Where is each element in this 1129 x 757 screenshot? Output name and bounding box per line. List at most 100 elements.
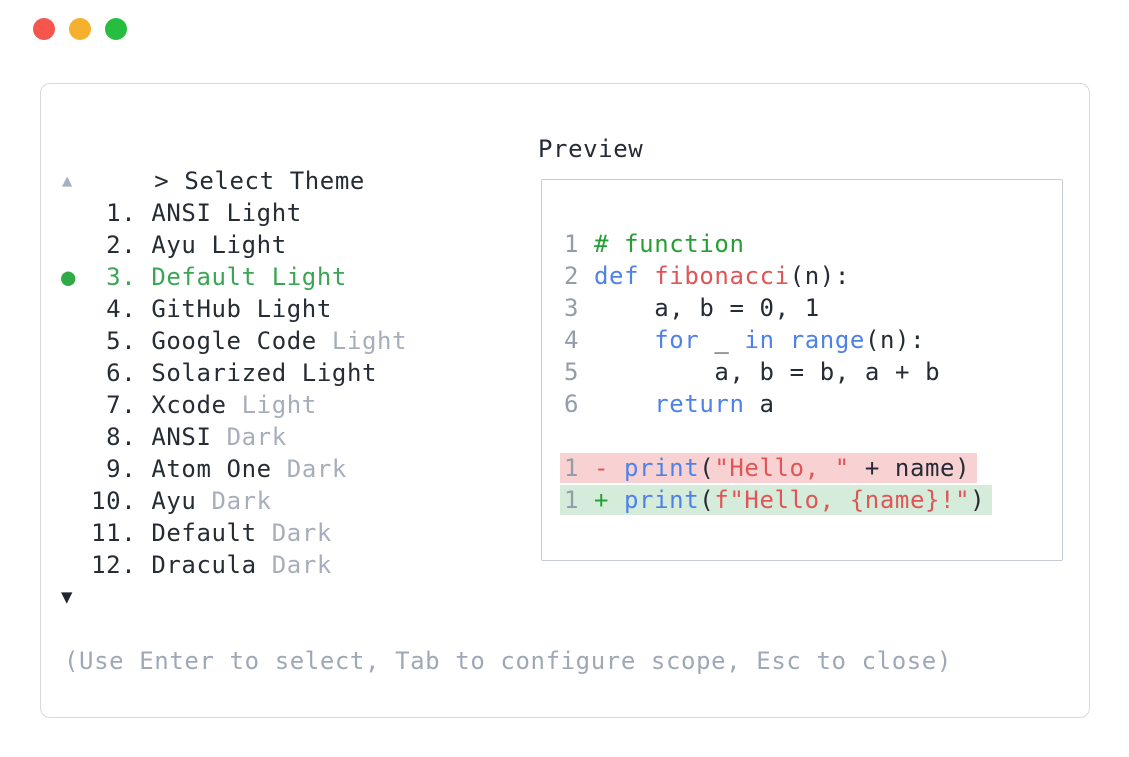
- line-number: 5: [564, 358, 580, 386]
- code-token: (: [699, 486, 715, 514]
- code-token: + name): [849, 454, 971, 482]
- theme-item-default-light[interactable]: ● 3. Default Light: [61, 261, 407, 293]
- code-token: [639, 262, 654, 290]
- diff-removed-line: 1-print("Hello, " + name): [542, 452, 1062, 484]
- code-line: 4 for _ in range(n):: [564, 324, 1062, 356]
- code-line: 3 a, b = 0, 1: [564, 292, 1062, 324]
- prompt-row: >Select Theme: [64, 133, 365, 195]
- theme-item-default-dark[interactable]: 11. Default Dark: [61, 517, 407, 549]
- code-token: f"Hello, {name}!": [714, 486, 971, 514]
- code-token: [594, 390, 654, 418]
- selection-dot-icon: ●: [61, 263, 77, 291]
- code-token: a, b = b, a + b: [594, 358, 941, 386]
- selection-dot-icon: [61, 327, 76, 355]
- line-number: 1: [564, 230, 580, 258]
- line-number: 1: [564, 454, 580, 482]
- item-name: ANSI: [151, 423, 212, 451]
- code-token: ): [970, 486, 986, 514]
- close-button[interactable]: [33, 18, 55, 40]
- minimize-button[interactable]: [69, 18, 91, 40]
- item-name: Solarized Light: [151, 359, 378, 387]
- item-number: 8.: [76, 423, 152, 451]
- item-number: 11.: [76, 519, 152, 547]
- theme-item-ayu-dark[interactable]: 10. Ayu Dark: [61, 485, 407, 517]
- selection-dot-icon: [61, 455, 76, 483]
- item-tag: Light: [316, 327, 408, 355]
- theme-item-ayu-light[interactable]: 2. Ayu Light: [61, 229, 407, 261]
- diff-added-line: 1 + print(f"Hello, {name}!"): [542, 484, 1062, 516]
- item-name: Xcode: [151, 391, 227, 419]
- code-line: 1 # function: [564, 228, 1062, 260]
- item-number: 7.: [76, 391, 152, 419]
- item-tag: Dark: [196, 487, 272, 515]
- line-number: 1: [564, 486, 580, 514]
- line-number: 6: [564, 390, 580, 418]
- code-token: [594, 326, 654, 354]
- item-number: 5.: [76, 327, 152, 355]
- selection-dot-icon: [61, 199, 76, 227]
- item-name: Ayu Light: [151, 231, 287, 259]
- code-token: _: [699, 326, 745, 354]
- item-number: 12.: [76, 551, 152, 579]
- item-number: 10.: [76, 487, 152, 515]
- code-token: # function: [594, 230, 745, 258]
- preview-label: Preview: [538, 135, 644, 163]
- keyboard-hint: (Use Enter to select, Tab to configure s…: [64, 647, 952, 675]
- window-controls: [33, 18, 127, 40]
- item-tag: Light: [226, 391, 317, 419]
- scroll-up-icon[interactable]: ▲: [62, 171, 73, 191]
- item-name: Default: [151, 519, 257, 547]
- theme-item-github-light[interactable]: 4. GitHub Light: [61, 293, 407, 325]
- diff-plus-sign: +: [594, 486, 610, 514]
- selection-dot-icon: [61, 231, 76, 259]
- theme-item-xcode-light[interactable]: 7. Xcode Light: [61, 389, 407, 421]
- code-token: a: [744, 390, 775, 418]
- item-number: 1.: [76, 199, 152, 227]
- theme-item-ansi-light[interactable]: 1. ANSI Light: [61, 197, 407, 229]
- code-token: range: [789, 326, 865, 354]
- code-token: print: [624, 454, 700, 482]
- item-tag: Dark: [256, 551, 332, 579]
- line-number: 4: [564, 326, 580, 354]
- item-tag: Dark: [271, 455, 347, 483]
- code-token: (n):: [864, 326, 926, 354]
- selection-dot-icon: [61, 551, 76, 579]
- item-number: 9.: [76, 455, 152, 483]
- line-number: 3: [564, 294, 580, 322]
- page-title: Select Theme: [184, 167, 365, 195]
- zoom-button[interactable]: [105, 18, 127, 40]
- theme-item-dracula-dark[interactable]: 12. Dracula Dark: [61, 549, 407, 581]
- theme-item-ansi-dark[interactable]: 8. ANSI Dark: [61, 421, 407, 453]
- code-token: return: [654, 390, 745, 418]
- selection-dot-icon: [61, 519, 76, 547]
- theme-selector-panel: >Select Theme ▲ 1. ANSI Light 2. Ayu Lig…: [40, 83, 1090, 718]
- theme-list: 1. ANSI Light 2. Ayu Light ● 3. Default …: [61, 197, 407, 581]
- scroll-down-icon[interactable]: ▼: [61, 586, 74, 608]
- theme-item-solarized-light[interactable]: 6. Solarized Light: [61, 357, 407, 389]
- selection-dot-icon: [61, 295, 76, 323]
- theme-item-atom-one-dark[interactable]: 9. Atom One Dark: [61, 453, 407, 485]
- blank-line: [542, 420, 1062, 452]
- selection-dot-icon: [61, 487, 76, 515]
- selection-dot-icon: [61, 423, 76, 451]
- item-name: Dracula: [151, 551, 257, 579]
- theme-item-google-code-light[interactable]: 5. Google Code Light: [61, 325, 407, 357]
- code-token: [775, 326, 790, 354]
- line-number: 2: [564, 262, 580, 290]
- code-token: for: [654, 326, 700, 354]
- item-number: 6.: [76, 359, 152, 387]
- code-token: (n):: [789, 262, 850, 290]
- item-name: Default Light: [151, 263, 347, 291]
- code-token: a, b = 0, 1: [594, 294, 820, 322]
- code-token: def: [594, 262, 640, 290]
- code-line: 5 a, b = b, a + b: [564, 356, 1062, 388]
- code-token: fibonacci: [654, 262, 790, 290]
- code-token: print: [624, 486, 700, 514]
- item-name: Atom One: [151, 455, 272, 483]
- selection-dot-icon: [61, 391, 76, 419]
- item-name: Ayu: [151, 487, 197, 515]
- item-number: 2.: [76, 231, 152, 259]
- item-tag: Dark: [211, 423, 287, 451]
